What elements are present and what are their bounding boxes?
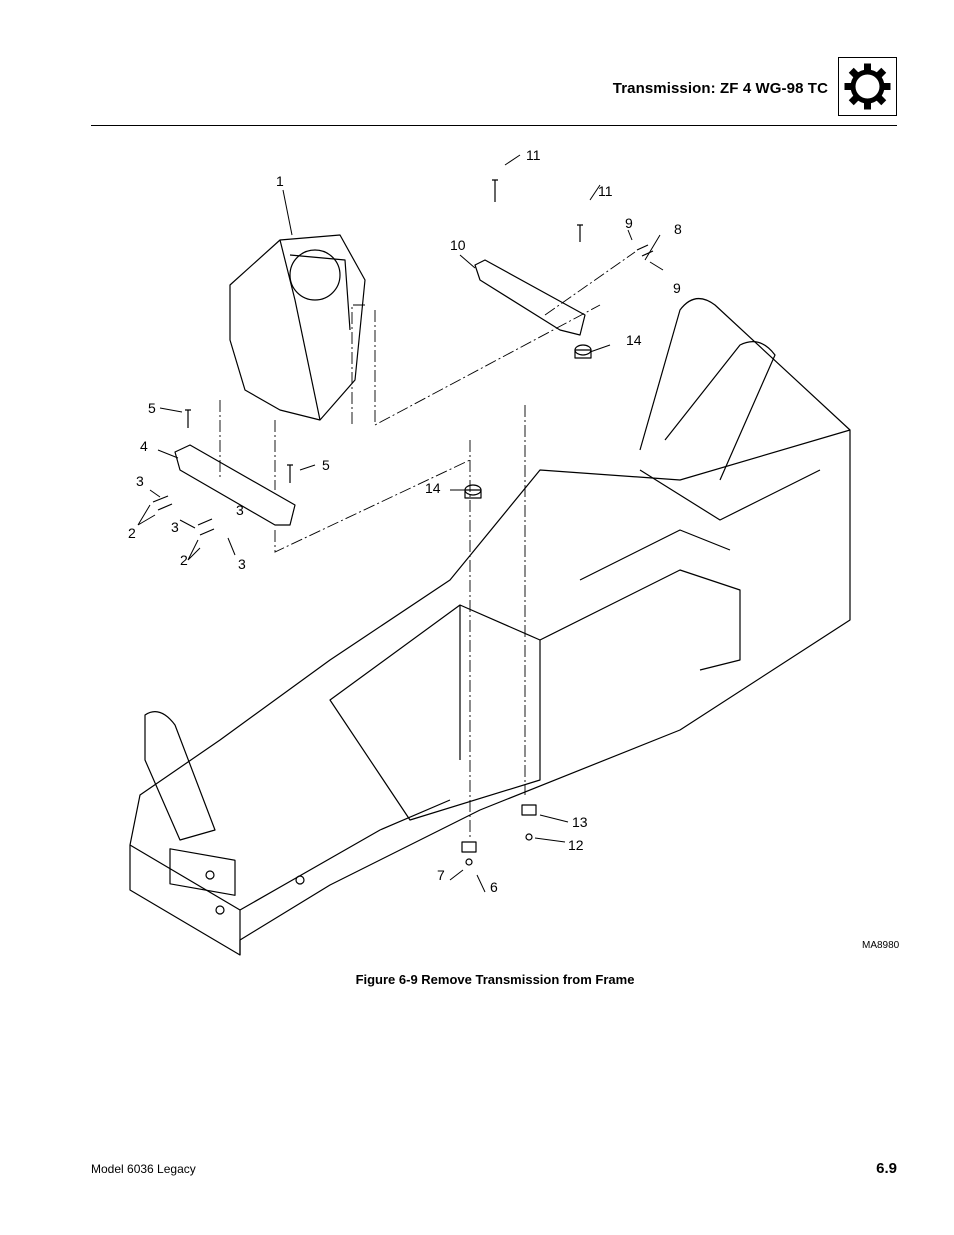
callout-label: 3 xyxy=(171,519,179,535)
callout-label: 9 xyxy=(625,215,633,231)
figure-caption: Figure 6-9 Remove Transmission from Fram… xyxy=(355,972,635,987)
footer-model: Model 6036 Legacy xyxy=(91,1162,196,1176)
callout-label: 6 xyxy=(490,879,498,895)
frame-tower xyxy=(639,298,851,451)
exploded-view-figure: 1 2 2 3 3 3 3 4 5 5 6 7 8 9 9 10 11 11 1… xyxy=(120,140,910,960)
header-rule xyxy=(91,125,897,126)
callout-label: 4 xyxy=(140,438,148,454)
callout-label: 11 xyxy=(526,147,541,163)
callout-label: 2 xyxy=(128,525,136,541)
callout-label: 10 xyxy=(450,237,466,253)
callout-label: 11 xyxy=(598,183,613,199)
callout-label: 9 xyxy=(673,280,681,296)
callout-label: 5 xyxy=(322,457,330,473)
callout-label: 1 xyxy=(276,173,284,189)
callout-label: 5 xyxy=(148,400,156,416)
mount-bracket-left xyxy=(174,444,296,526)
callout-label: 14 xyxy=(626,332,642,348)
callout-label: 13 xyxy=(572,814,588,830)
callout-label: 14 xyxy=(425,480,441,496)
transmission-body xyxy=(229,234,366,421)
callout-label: 2 xyxy=(180,552,188,568)
callout-label: 12 xyxy=(568,837,584,853)
page-header-title: Transmission: ZF 4 WG-98 TC xyxy=(612,80,828,97)
callout-label: 8 xyxy=(674,221,682,237)
page-number: 6.9 xyxy=(876,1160,897,1177)
callout-label: 3 xyxy=(238,556,246,572)
callout-label: 3 xyxy=(136,473,144,489)
frame-transmission-diagram: 1 2 2 3 3 3 3 4 5 5 6 7 8 9 9 10 11 11 1… xyxy=(128,147,851,956)
callout-label: 7 xyxy=(437,867,445,883)
mount-bracket-right xyxy=(474,259,586,336)
callout-label: 3 xyxy=(236,502,244,518)
gear-icon xyxy=(838,57,897,116)
figure-id: MA8980 xyxy=(862,940,900,951)
